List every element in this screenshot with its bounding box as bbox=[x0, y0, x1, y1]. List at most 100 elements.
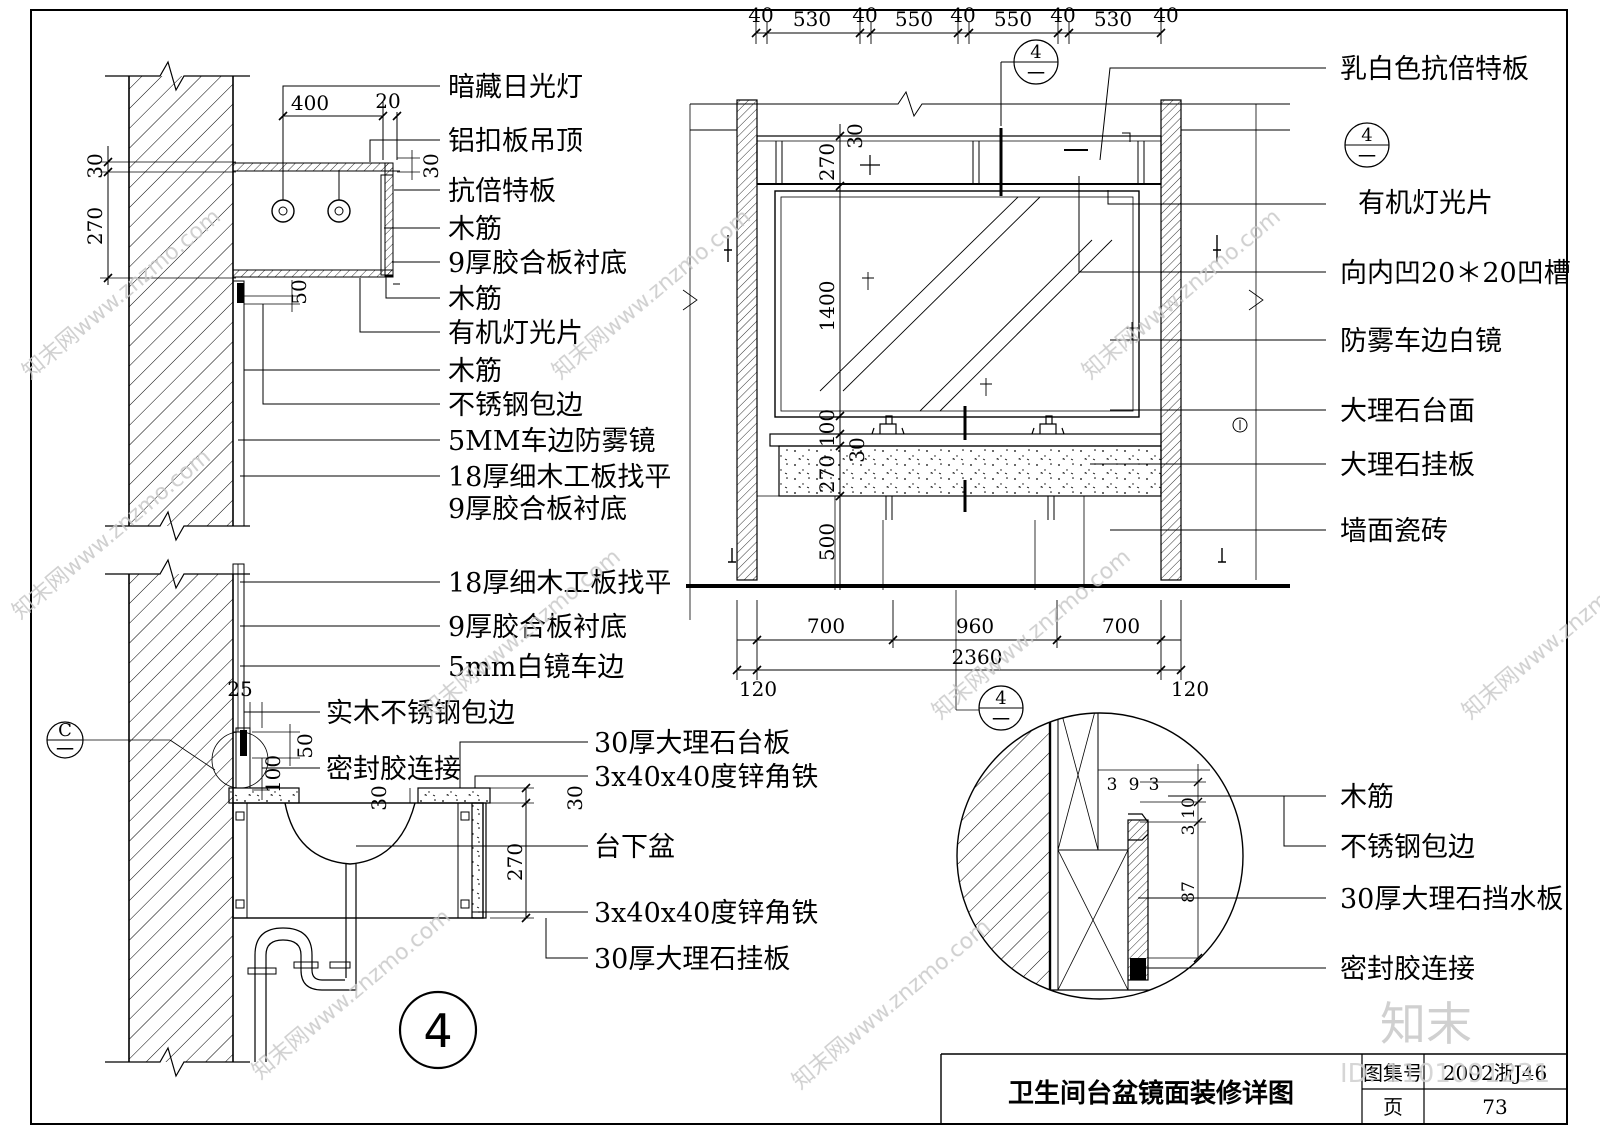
left-section: C 一 4 暗藏 bbox=[46, 60, 818, 1078]
dim-top-2: 40 bbox=[852, 3, 877, 27]
label-antifog-mirror: 防雾车边白镜 bbox=[1340, 326, 1502, 357]
label-blockboard: 18厚细木工板找平 bbox=[448, 568, 671, 599]
label-wood-batten: 木筋 bbox=[448, 356, 502, 387]
dim-side-500: 500 bbox=[815, 523, 839, 561]
faucet-icon bbox=[871, 415, 1065, 435]
section-ref-bottom-sub: 一 bbox=[992, 710, 1010, 731]
watermark-logo: 知末 bbox=[1380, 997, 1472, 1051]
dim-25: 25 bbox=[227, 677, 252, 701]
label-plywood-backing: 9厚胶合板衬底 bbox=[448, 612, 627, 643]
dim-side-100: 100 bbox=[815, 409, 839, 447]
dim-270: 270 bbox=[503, 843, 527, 881]
detail-dim-87: 87 bbox=[1179, 881, 1199, 903]
section-ref-c-label: C bbox=[58, 720, 72, 741]
atlas-label: 图集号 bbox=[1363, 1061, 1423, 1085]
dim-100: 100 bbox=[261, 755, 285, 793]
label-wall-tile: 墙面瓷砖 bbox=[1340, 516, 1448, 547]
label-acrylic-diffuser: 有机灯光片 bbox=[1358, 188, 1493, 219]
label-white-compact-panel: 乳白色抗倍特板 bbox=[1340, 54, 1529, 85]
detail-dim-3: 3 bbox=[1107, 775, 1118, 795]
label-wood-steel-trim: 实木不锈钢包边 bbox=[326, 698, 515, 729]
label-marble-top: 30厚大理石台板 bbox=[594, 728, 790, 759]
label-blockboard: 18厚细木工板找平 bbox=[448, 462, 671, 493]
dim-top-6: 40 bbox=[1050, 3, 1075, 27]
label-marble-apron: 30厚大理石挂板 bbox=[594, 944, 790, 975]
watermark-text: 知末网www.znzmo.com bbox=[548, 204, 756, 384]
dim-30: 30 bbox=[83, 153, 107, 178]
section-ref-top-num: 4 bbox=[1030, 42, 1041, 63]
label-antifog-mirror: 5MM车边防雾镜 bbox=[448, 426, 655, 457]
dim-side-1400: 1400 bbox=[815, 281, 839, 332]
dim-bottom-120: 120 bbox=[1171, 677, 1209, 701]
dim-50: 50 bbox=[287, 279, 311, 304]
dim-top-0: 40 bbox=[748, 3, 773, 27]
wall-upper bbox=[129, 76, 233, 526]
dim-side-270: 270 bbox=[815, 455, 839, 493]
title-block: 卫生间台盆镜面装修详图 图集号 2002浙J46 页 73 bbox=[940, 1053, 1567, 1124]
detail-circle: 3 9 3 10 3 87 木筋 不锈钢包边 30厚大理石挡水板 密封胶连接 bbox=[956, 712, 1563, 1000]
dim-30: 30 bbox=[563, 785, 587, 810]
label-sealant: 密封胶连接 bbox=[326, 754, 461, 785]
dim-top-1: 530 bbox=[793, 7, 831, 31]
label-hidden-fluorescent: 暗藏日光灯 bbox=[448, 72, 583, 103]
page-label: 页 bbox=[1383, 1095, 1403, 1119]
dim-20: 20 bbox=[375, 89, 400, 113]
lamp-icon bbox=[271, 199, 295, 223]
label-marble-apron: 大理石挂板 bbox=[1340, 450, 1475, 481]
dim-side-30: 30 bbox=[845, 437, 869, 462]
label-angle-iron: 3x40x40度锌角铁 bbox=[594, 898, 818, 929]
section-ref-right-sub: 一 bbox=[1358, 147, 1376, 168]
sheet-border bbox=[30, 9, 1568, 1125]
detail-label-sealant: 密封胶连接 bbox=[1340, 954, 1475, 985]
dim-bottom-2360: 2360 bbox=[952, 645, 1003, 669]
dim-side-30: 30 bbox=[843, 123, 867, 148]
label-undermount-basin: 台下盆 bbox=[594, 832, 675, 863]
dim-bottom-960: 960 bbox=[956, 614, 994, 638]
watermark-id: ID: 1101091231 bbox=[1340, 1059, 1550, 1089]
watermark-text: 知末网www.znzmo.com bbox=[788, 914, 996, 1094]
detail-label-stainless-trim: 不锈钢包边 bbox=[1340, 832, 1475, 863]
section-ref-top-sub: 一 bbox=[1027, 64, 1045, 85]
dim-bottom-700: 700 bbox=[1102, 614, 1140, 638]
label-white-mirror: 5mm白镜车边 bbox=[448, 652, 624, 683]
label-marble-top: 大理石台面 bbox=[1340, 396, 1475, 427]
page-number: 73 bbox=[1482, 1095, 1507, 1119]
mirror-panel bbox=[774, 190, 1140, 418]
detail-label-wood-batten: 木筋 bbox=[1340, 782, 1394, 813]
elevation-view: 40 530 40 550 40 550 40 530 40 bbox=[682, 3, 1571, 731]
watermark-text: 知末网www.znzmo.com bbox=[1078, 204, 1286, 384]
atlas-number: 2002浙J46 bbox=[1443, 1061, 1547, 1085]
dim-top-4: 40 bbox=[950, 3, 975, 27]
detail-label-splashback: 30厚大理石挡水板 bbox=[1340, 884, 1563, 915]
detail-number: 4 bbox=[423, 1004, 452, 1058]
dim-30: 30 bbox=[367, 785, 391, 810]
dim-30: 30 bbox=[419, 153, 443, 178]
dim-bottom-700: 700 bbox=[807, 614, 845, 638]
wall-lower bbox=[129, 574, 233, 1062]
detail-dim-3: 3 bbox=[1149, 775, 1160, 795]
watermark-text: 知末网www.znzmo.com bbox=[1458, 544, 1600, 724]
label-acrylic-diffuser: 有机灯光片 bbox=[448, 318, 583, 349]
detail-dim-3: 3 bbox=[1179, 825, 1199, 836]
dim-400: 400 bbox=[291, 91, 329, 115]
undermount-basin bbox=[284, 802, 416, 865]
dim-top-8: 40 bbox=[1153, 3, 1178, 27]
dim-side-270: 270 bbox=[815, 143, 839, 181]
dim-270: 270 bbox=[83, 207, 107, 245]
label-angle-iron: 3x40x40度锌角铁 bbox=[594, 762, 818, 793]
detail-dim-9: 9 bbox=[1129, 775, 1140, 795]
label-plywood-backing: 9厚胶合板衬底 bbox=[448, 248, 627, 279]
section-ref-right-num: 4 bbox=[1361, 125, 1372, 146]
drawing-title: 卫生间台盆镜面装修详图 bbox=[1008, 1078, 1294, 1109]
dim-top-5: 550 bbox=[994, 7, 1032, 31]
detail-number-circle bbox=[398, 990, 478, 1070]
tap-icon bbox=[724, 235, 732, 262]
label-plywood-backing: 9厚胶合板衬底 bbox=[448, 494, 627, 525]
lamp-icon bbox=[327, 199, 351, 223]
label-recessed-groove: 向内凹20＊20凹槽 bbox=[1340, 258, 1571, 289]
label-wood-batten: 木筋 bbox=[448, 214, 502, 245]
dim-50: 50 bbox=[293, 733, 317, 758]
detail-dim-10: 10 bbox=[1179, 797, 1199, 819]
section-ref-c-sub: 一 bbox=[56, 740, 74, 761]
